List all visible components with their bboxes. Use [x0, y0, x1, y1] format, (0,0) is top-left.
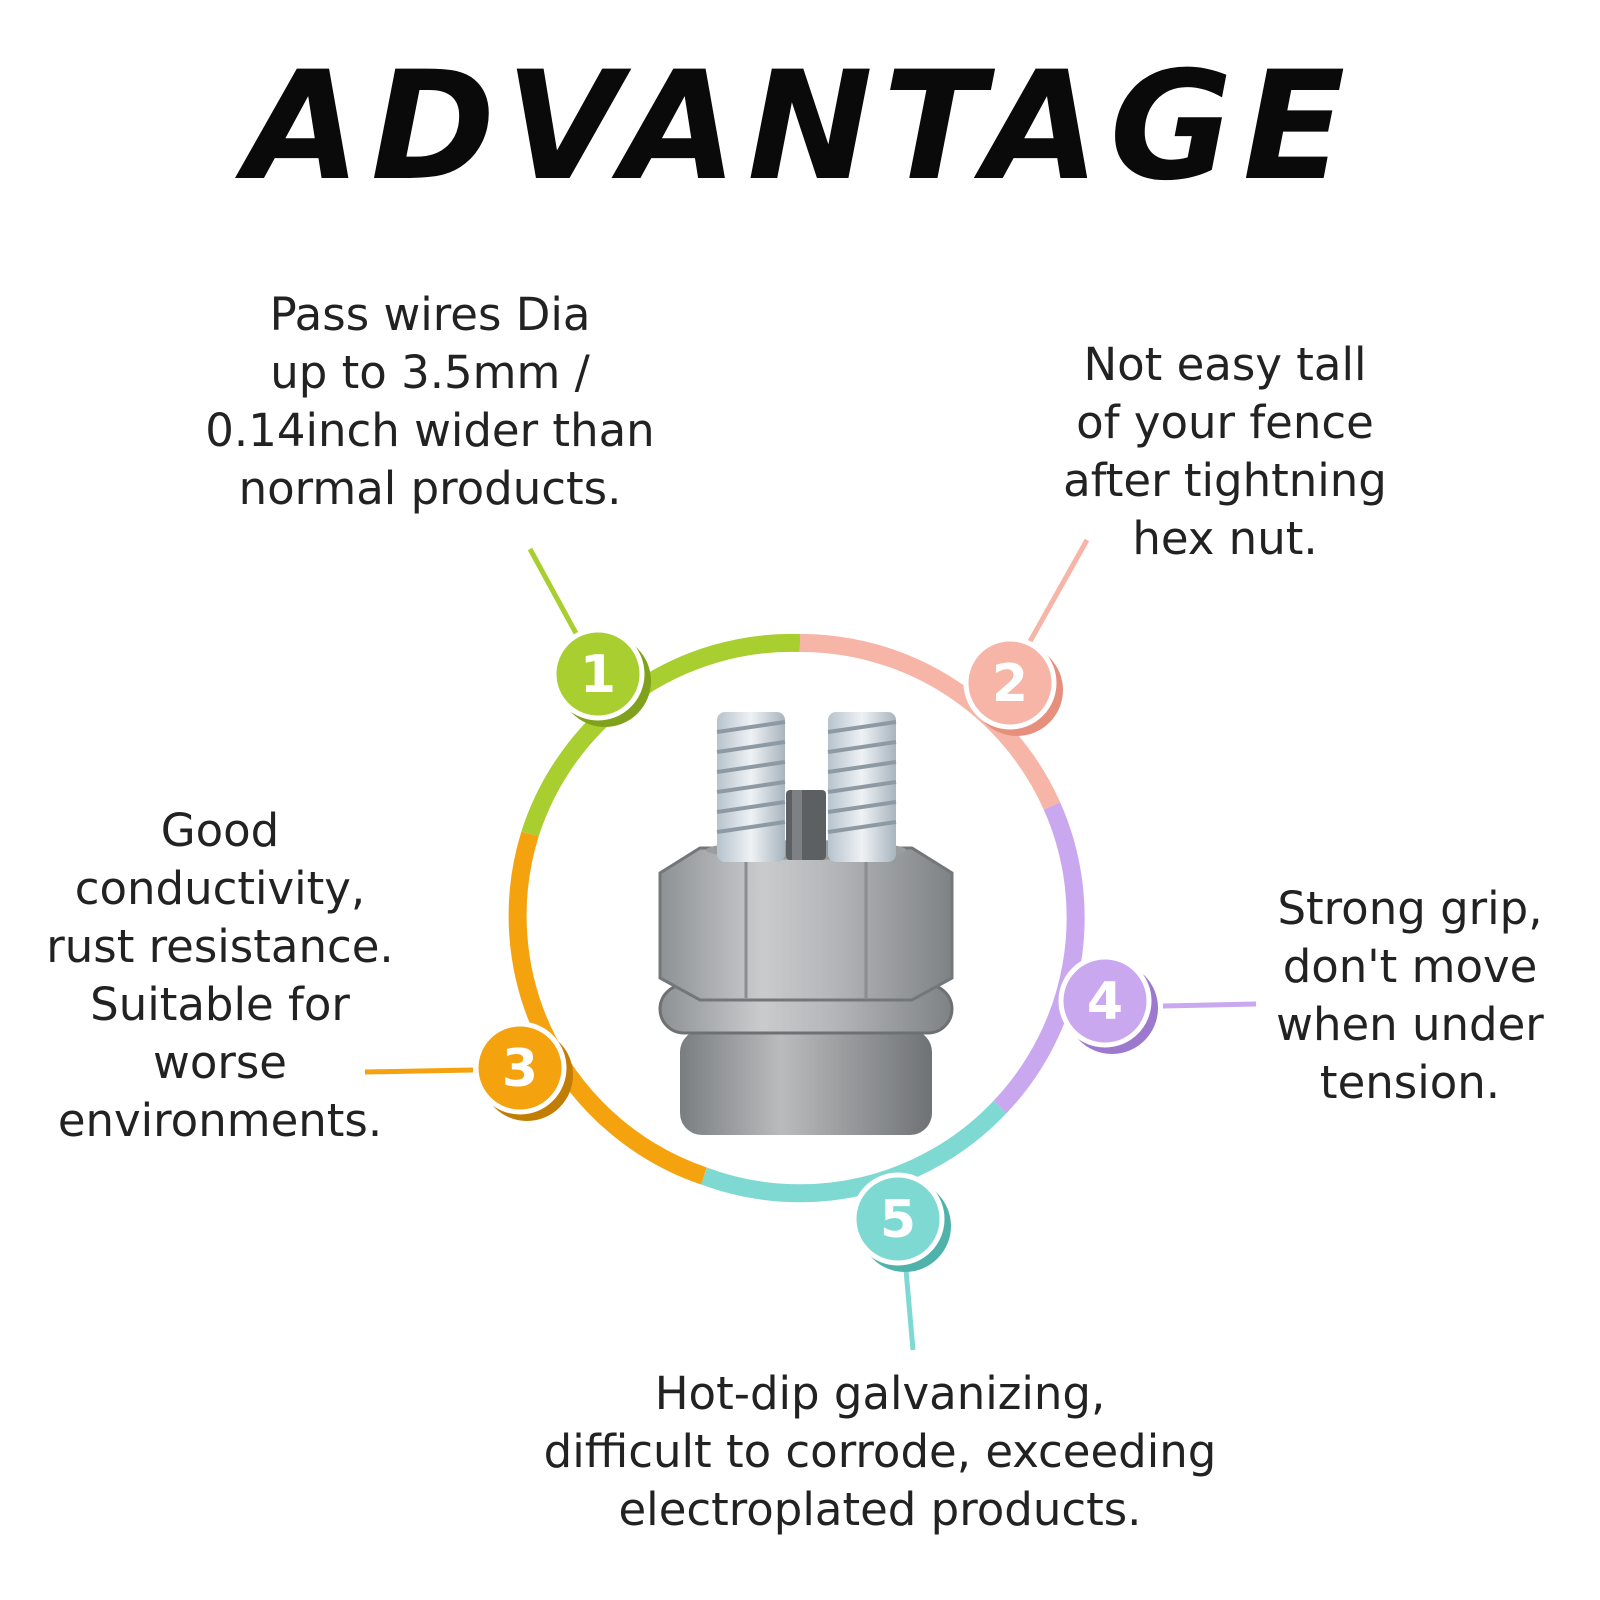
connector-line-3: [364, 1067, 474, 1075]
feature-3-text: Good conductivity, rust resistance. Suit…: [46, 804, 394, 1147]
feature-5-text: Hot-dip galvanizing, difficult to corrod…: [543, 1367, 1217, 1536]
badge-4: 4: [1058, 954, 1158, 1054]
badge-5-number: 5: [880, 1190, 916, 1250]
connector-line-2: [1025, 538, 1090, 647]
badge-3-number: 3: [502, 1039, 538, 1099]
badge-2-number: 2: [992, 654, 1028, 714]
feature-2-text: Not easy tall of your fence after tightn…: [1063, 338, 1387, 565]
ring-segment-5: [700, 1100, 1007, 1203]
badge-5: 5: [851, 1172, 951, 1272]
badge-1: 1: [551, 627, 651, 727]
feature-1-text: Pass wires Dia up to 3.5mm / 0.14inch wi…: [205, 288, 655, 515]
connector-line-1: [527, 547, 581, 639]
connector-line-5: [903, 1269, 916, 1351]
split-bolt-image: [658, 712, 954, 1135]
page-title: ADVANTAGE: [244, 40, 1356, 214]
ring-segment-4: [993, 802, 1085, 1114]
badge-4-number: 4: [1087, 972, 1123, 1032]
badge-1-number: 1: [580, 645, 616, 705]
ring-segment-2: [799, 633, 1061, 810]
badge-3: 3: [473, 1021, 573, 1121]
feature-4-text: Strong grip, don't move when under tensi…: [1276, 882, 1544, 1109]
badge-2: 2: [963, 636, 1063, 736]
connector-line-4: [1162, 1001, 1257, 1009]
